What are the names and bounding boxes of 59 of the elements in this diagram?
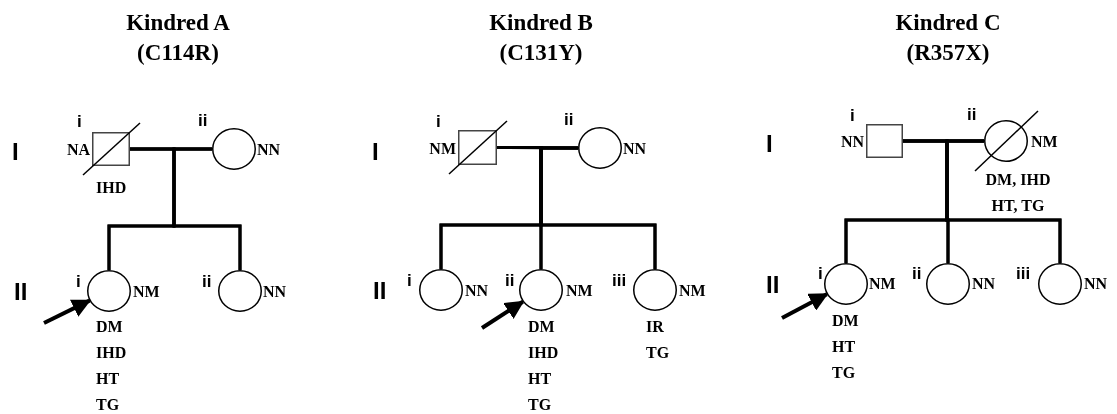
individual-number: i bbox=[407, 272, 412, 290]
genotype-label: NN bbox=[257, 141, 281, 159]
phenotype-label: TG bbox=[646, 344, 670, 362]
generation-label: II bbox=[14, 279, 28, 305]
phenotype-label: DM bbox=[528, 318, 555, 336]
descent-line bbox=[539, 146, 657, 269]
phenotype-label: HT bbox=[528, 370, 552, 388]
generation-label: II bbox=[373, 278, 387, 304]
phenotype-label: HT, TG bbox=[990, 197, 1046, 215]
phenotype-label: TG bbox=[528, 396, 552, 414]
individual-number: i bbox=[76, 273, 81, 291]
individual-number: ii bbox=[505, 272, 515, 290]
individual-number: ii bbox=[198, 112, 208, 130]
phenotype-label: HT bbox=[96, 370, 120, 388]
phenotype-label: HT bbox=[832, 338, 856, 356]
phenotype-label: IR bbox=[646, 318, 664, 336]
genotype-label: NA bbox=[66, 141, 90, 159]
generation-label: I bbox=[12, 139, 19, 165]
genotype-label: NM bbox=[1031, 133, 1058, 151]
individual-number: ii bbox=[202, 273, 212, 291]
generation-label: II bbox=[766, 272, 780, 298]
generation-label: I bbox=[372, 139, 379, 165]
genotype-label: NM bbox=[429, 140, 456, 158]
individual-number: iii bbox=[612, 272, 627, 290]
individual-number: i bbox=[77, 113, 82, 131]
genotype-label: NM bbox=[566, 282, 593, 300]
phenotype-label: DM bbox=[832, 312, 859, 330]
phenotype-label: IHD bbox=[528, 344, 559, 362]
individual-number: i bbox=[850, 107, 855, 125]
genotype-label: NN bbox=[840, 133, 864, 151]
individual-number: i bbox=[436, 113, 441, 131]
individual-number: ii bbox=[967, 106, 977, 124]
phenotype-label: TG bbox=[832, 364, 856, 382]
genotype-label: NN bbox=[1084, 275, 1108, 293]
phenotype-label: DM bbox=[96, 318, 123, 336]
genotype-label: NN bbox=[465, 282, 489, 300]
genotype-label: NN bbox=[263, 283, 287, 301]
kindred-title: Kindred A (C114R) bbox=[125, 9, 231, 67]
phenotype-label: TG bbox=[96, 396, 120, 414]
genotype-label: NM bbox=[869, 275, 896, 293]
phenotype-label: IHD bbox=[96, 179, 127, 197]
individual-number: i bbox=[818, 265, 823, 283]
individual-number: iii bbox=[1016, 265, 1031, 283]
phenotype-label: IHD bbox=[96, 344, 127, 362]
kindred-title: Kindred C (R357X) bbox=[894, 9, 1002, 67]
proband-arrow bbox=[43, 298, 92, 325]
individual-number: ii bbox=[564, 111, 574, 129]
individual-number: ii bbox=[912, 265, 922, 283]
kindred-title: Kindred B (C131Y) bbox=[488, 9, 594, 67]
genotype-label: NM bbox=[679, 282, 706, 300]
genotype-label: NM bbox=[133, 283, 160, 301]
proband-arrow bbox=[781, 292, 829, 320]
genotype-label: NN bbox=[972, 275, 996, 293]
proband-arrow bbox=[480, 300, 525, 330]
generation-label: I bbox=[766, 131, 773, 157]
genotype-label: NN bbox=[623, 140, 647, 158]
descent-line bbox=[172, 147, 242, 270]
phenotype-label: DM, IHD bbox=[984, 171, 1052, 189]
descent-line bbox=[945, 139, 1062, 263]
